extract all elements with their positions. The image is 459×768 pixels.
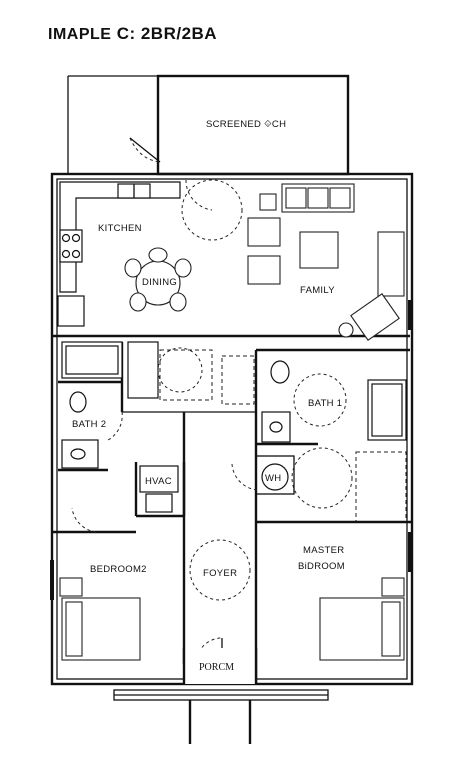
hvac: HVAC [134, 462, 186, 518]
bath1-sink [269, 421, 283, 433]
unit-type: C: 2BR/2BA [116, 24, 218, 43]
dining-chair-3 [129, 292, 147, 312]
sofa-cushion-1 [285, 187, 307, 209]
bath1-tub-inner [371, 383, 403, 437]
hvac-label: HVAC [145, 476, 172, 487]
bedroom2-pillows [65, 601, 83, 657]
hvac-return [145, 493, 173, 513]
master-bedroom: MASTER BiDROOM [231, 463, 412, 661]
porch-label: PORCM [199, 662, 234, 673]
bedroom2-nightstand [59, 577, 83, 597]
dining-chair-1 [124, 258, 142, 278]
dining-chair-4 [169, 292, 187, 312]
bath2-label: BATH 2 [72, 419, 106, 430]
stove [59, 229, 83, 263]
bath2-door-swing [107, 411, 123, 441]
master-turn-circle [291, 447, 353, 509]
hvac-unit [139, 465, 179, 493]
bath2-toilet [69, 391, 87, 413]
foyer: FOYER [189, 539, 251, 665]
burner-3 [61, 249, 71, 259]
master-pillows [381, 601, 401, 657]
burner-1 [61, 233, 71, 243]
family: FAMILY [181, 179, 412, 341]
water-heater: WH [255, 455, 295, 495]
entry-swing [185, 179, 213, 211]
bedroom-2: BEDROOM2 [50, 507, 147, 661]
bedroom2-closet-swing [71, 507, 97, 533]
master-door-swing [231, 463, 259, 491]
kitchen-counter [59, 181, 181, 293]
kitchen-label: KITCHEN [98, 223, 142, 234]
bath-2: BATH 2 [58, 341, 124, 472]
foyer-turn-circle [189, 539, 251, 601]
plan-name: IMAPLE [48, 26, 112, 43]
sofa-cushion-3 [329, 187, 351, 209]
family-label: FAMILY [300, 285, 335, 296]
dryer-outline [159, 349, 213, 401]
refrigerator [57, 295, 85, 327]
bath1-toilet [270, 360, 290, 384]
bath1-label: BATH 1 [308, 398, 342, 409]
wh-label: WH [265, 473, 281, 484]
screened-porch-label: SCREENED ⟐CH [206, 119, 286, 130]
sofa-cushion-2 [307, 187, 329, 209]
laundry-closets [122, 341, 256, 413]
wh-tank [261, 463, 289, 491]
front-porch: PORCM [113, 648, 329, 744]
foyer-label: FOYER [203, 568, 237, 579]
recliner [350, 293, 400, 341]
burner-4 [71, 249, 81, 259]
porch-opening [184, 648, 256, 684]
kitchen: KITCHEN [52, 181, 410, 338]
master-closet-outline [355, 451, 407, 523]
bath1-turn-circle [293, 373, 347, 427]
bath-1: BATH 1 [254, 348, 410, 446]
master-label-line1: MASTER [303, 545, 344, 556]
screened-porch: SCREENED ⟐CH [67, 74, 350, 176]
armchair-1 [247, 217, 281, 247]
plan-title: IMAPLE C: 2BR/2BA [48, 24, 217, 44]
burner-2 [71, 233, 81, 243]
dining-label: DINING [142, 277, 177, 288]
armchair-2 [247, 255, 281, 285]
end-table-1 [259, 193, 277, 211]
master-label-line2: BiDROOM [298, 561, 345, 572]
dining-chair-2 [174, 258, 192, 278]
bedroom2-label: BEDROOM2 [90, 564, 147, 575]
bath2-sink [70, 448, 86, 460]
master-nightstand [381, 577, 405, 597]
tv-console [377, 231, 405, 297]
entry-door-swing [195, 637, 223, 665]
dining-chair-5 [148, 247, 168, 263]
master-closet [291, 447, 407, 523]
linen-closet [221, 355, 255, 405]
bath2-tub-inner [65, 345, 119, 375]
laundry-swing [157, 347, 203, 393]
porch-door-leaf [129, 137, 161, 163]
porch-door-swing [129, 137, 161, 163]
side-table [338, 322, 354, 338]
washer [127, 341, 159, 399]
dining: DINING [124, 247, 192, 312]
coffee-table [299, 231, 339, 269]
kitchen-turn-circle [181, 179, 243, 241]
